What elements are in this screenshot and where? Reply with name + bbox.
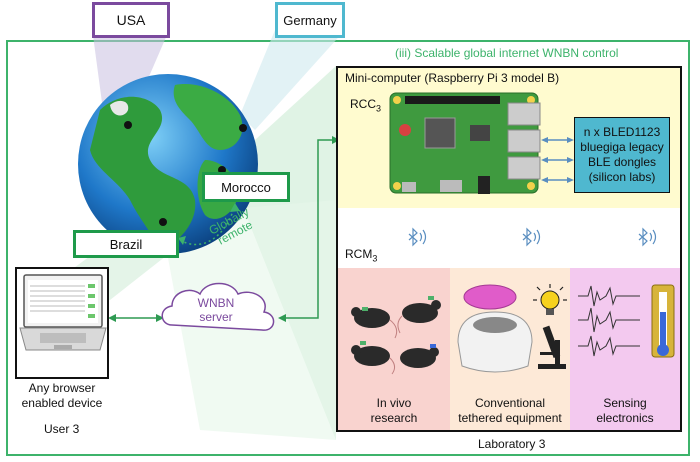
panel3-line1: Sensing (603, 396, 647, 410)
panel1-label: In vivo research (338, 396, 450, 426)
rcm-label: RCM3 (345, 247, 377, 263)
user-label: User 3 (44, 422, 80, 436)
mouse-icon (351, 341, 396, 375)
device-line1: Any browser (28, 381, 96, 395)
laptop-icon (15, 267, 109, 379)
rcm-sub: 3 (372, 253, 378, 264)
usa-label: USA (92, 2, 170, 38)
morocco-label: Morocco (202, 172, 290, 202)
thermometer-icon (651, 284, 675, 358)
dongles-box: n x BLED1123 bluegiga legacy BLE dongles… (574, 117, 670, 193)
bluetooth-icon (638, 227, 657, 247)
mouse-icon (400, 344, 439, 368)
panel3-line2: electronics (596, 411, 654, 425)
panel2-line2: tethered equipment (458, 411, 562, 425)
dongles-line1: n x BLED1123 (583, 125, 661, 139)
dongles-line3: BLE dongles (587, 155, 657, 169)
frame-title: (iii) Scalable global internet WNBN cont… (395, 46, 619, 60)
mini-computer-label: Mini-computer (Raspberry Pi 3 model B) (345, 71, 560, 85)
rcc-label: RCC3 (350, 97, 381, 113)
mouse-icon (397, 296, 441, 334)
panel3-label: Sensing electronics (570, 396, 680, 426)
laboratory-label: Laboratory 3 (478, 437, 546, 451)
panel2-line1: Conventional (474, 396, 546, 410)
rcc-base: RCC (350, 97, 376, 111)
global-control-frame (6, 40, 690, 456)
usa-text: USA (116, 12, 146, 28)
microscope-icon (538, 325, 566, 369)
server-line2: server (199, 310, 233, 324)
brazil-label: Brazil (73, 230, 179, 258)
raspberry-pi-board-icon (389, 92, 541, 194)
device-line2: enabled device (21, 396, 103, 410)
centrifuge-icon (457, 284, 533, 373)
mouse-icon (351, 307, 398, 339)
device-label: Any browser enabled device (16, 381, 108, 411)
panel1-line2: research (370, 411, 418, 425)
morocco-text: Morocco (221, 179, 271, 195)
server-line1: WNBN (197, 296, 235, 310)
dongles-line4: (silicon labs) (588, 170, 656, 184)
bluetooth-icon (408, 227, 427, 247)
panel1-line1: In vivo (376, 396, 412, 410)
dongles-line2: bluegiga legacy (580, 140, 664, 154)
rcm-base: RCM (345, 247, 373, 261)
brazil-text: Brazil (109, 236, 143, 252)
rcc-sub: 3 (376, 103, 382, 114)
bluetooth-icon (522, 227, 541, 247)
germany-text: Germany (283, 12, 337, 28)
server-label: WNBN server (190, 296, 242, 324)
cloud-icon (161, 282, 275, 331)
germany-label: Germany (275, 2, 345, 38)
globally-remote-arc (179, 204, 236, 246)
waveform-icon (578, 285, 640, 357)
lightbulb-icon (533, 284, 567, 315)
germany-beam (240, 30, 345, 130)
usb-links (545, 139, 570, 181)
panel2-label: Conventional tethered equipment (450, 396, 570, 426)
server-lab-arrow (282, 139, 336, 319)
